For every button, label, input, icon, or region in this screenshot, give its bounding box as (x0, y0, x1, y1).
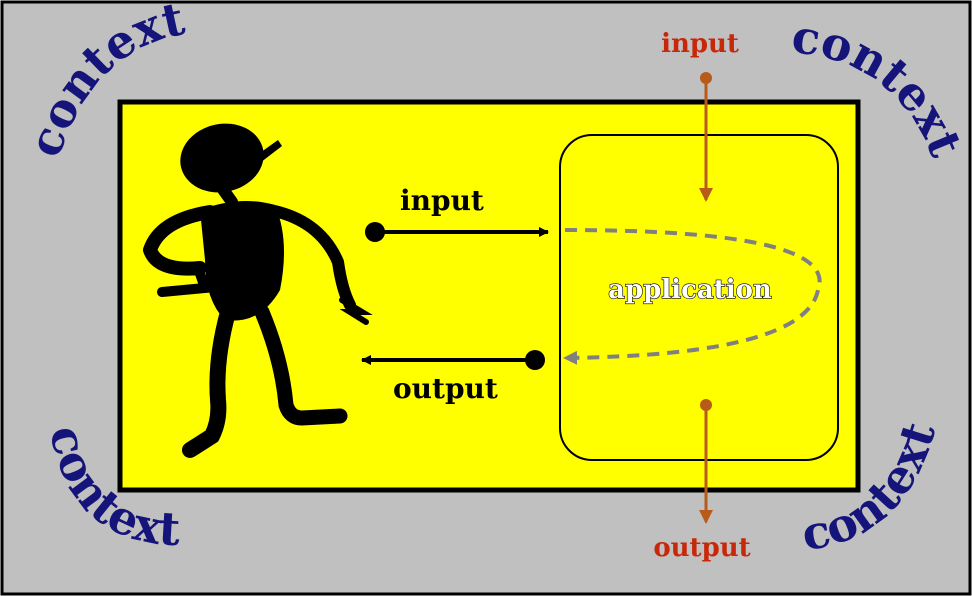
user-figure (143, 123, 373, 458)
external-output-arrow (699, 399, 713, 524)
external-input-arrow (699, 72, 713, 202)
external-input-label: input (661, 29, 739, 59)
application-box (559, 134, 839, 461)
user-input-arrow (365, 222, 549, 242)
external-output-label: output (653, 533, 750, 563)
user-output-arrow (361, 350, 545, 370)
application-label: application (608, 275, 772, 305)
user-input-label: input (400, 184, 484, 217)
user-output-label: output (393, 372, 498, 405)
processing-flow-arrow (563, 228, 822, 365)
